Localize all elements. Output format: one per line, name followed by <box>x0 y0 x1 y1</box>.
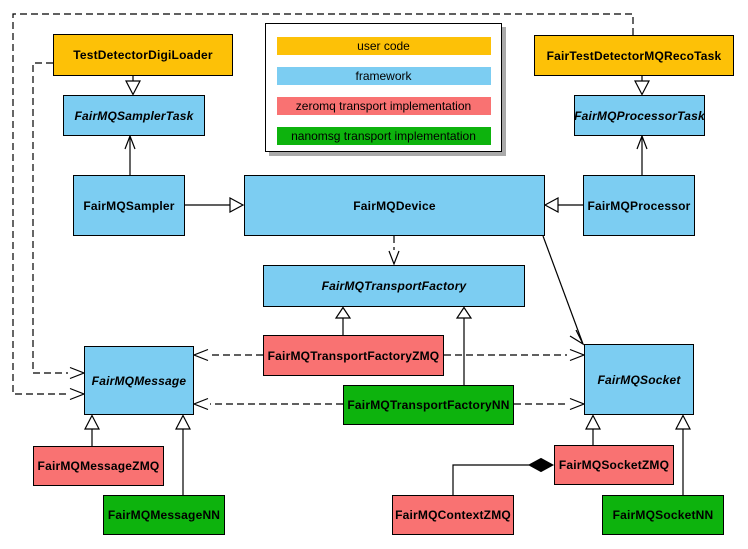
legend-item-zeromq: zeromq transport implementation <box>276 97 491 115</box>
edge-recotask-message <box>12 13 634 395</box>
edge-digiloader-message <box>32 62 68 374</box>
arrowhead-digiloader-message <box>69 366 86 380</box>
triangle-factorynn <box>455 306 473 319</box>
triangle-sampler-device <box>229 196 245 214</box>
node-fairmq-sampler-task: FairMQSamplerTask <box>63 95 205 136</box>
legend: user code framework zeromq transport imp… <box>265 23 502 152</box>
node-fairmq-transport-factory: FairMQTransportFactory <box>263 265 525 307</box>
legend-item-framework: framework <box>276 67 491 85</box>
node-test-detector-digi-loader: TestDetectorDigiLoader <box>53 34 233 76</box>
triangle-socketzmq <box>585 414 601 430</box>
node-fairmq-transport-factory-zmq: FairMQTransportFactoryZMQ <box>263 335 444 376</box>
node-fairmq-transport-factory-nn: FairMQTransportFactoryNN <box>343 385 514 425</box>
triangle-socketnn <box>675 414 691 430</box>
triangle-recotask-processortask <box>634 80 650 96</box>
arrowhead-factorynn-message <box>192 397 209 411</box>
node-fairmq-socket-zmq: FairMQSocketZMQ <box>554 445 674 485</box>
triangle-processor-device <box>543 196 559 214</box>
triangle-factoryzmq <box>334 306 352 319</box>
edge-contextzmq-socketzmq <box>452 464 529 495</box>
node-fairmq-message-zmq: FairMQMessageZMQ <box>33 446 164 486</box>
arrowhead-processor-processortask <box>636 134 648 150</box>
node-fairmq-context-zmq: FairMQContextZMQ <box>392 495 514 535</box>
node-fairmq-socket-nn: FairMQSocketNN <box>602 495 724 535</box>
triangle-messagenn <box>175 414 191 430</box>
node-fairmq-processor: FairMQProcessor <box>583 175 695 236</box>
node-fairmq-message: FairMQMessage <box>84 346 194 415</box>
legend-item-nanomsg: nanomsg transport implementation <box>276 127 491 145</box>
composition-diamond <box>527 457 555 473</box>
node-fair-test-detector-mq-reco-task: FairTestDetectorMQRecoTask <box>534 35 734 76</box>
arrowhead-device-socket <box>569 329 585 346</box>
arrowhead-sampler-samplertask <box>124 134 136 150</box>
node-fairmq-socket: FairMQSocket <box>584 344 694 415</box>
triangle-digiloader-samplertask <box>125 80 141 96</box>
node-fairmq-sampler: FairMQSampler <box>73 175 185 236</box>
arrowhead-factoryzmq-message <box>192 348 209 362</box>
node-fairmq-message-nn: FairMQMessageNN <box>103 495 225 535</box>
triangle-messagezmq <box>84 414 100 430</box>
edge-device-socket <box>542 235 584 345</box>
node-fairmq-device: FairMQDevice <box>244 175 545 236</box>
node-fairmq-processor-task: FairMQProcessorTask <box>574 95 705 136</box>
arrowhead-device-transportfactory <box>388 250 400 266</box>
legend-item-user-code: user code <box>276 37 491 55</box>
arrowhead-factorynn-socket <box>569 397 586 411</box>
arrowhead-factoryzmq-socket <box>569 348 586 362</box>
arrowhead-recotask-message <box>69 387 86 401</box>
